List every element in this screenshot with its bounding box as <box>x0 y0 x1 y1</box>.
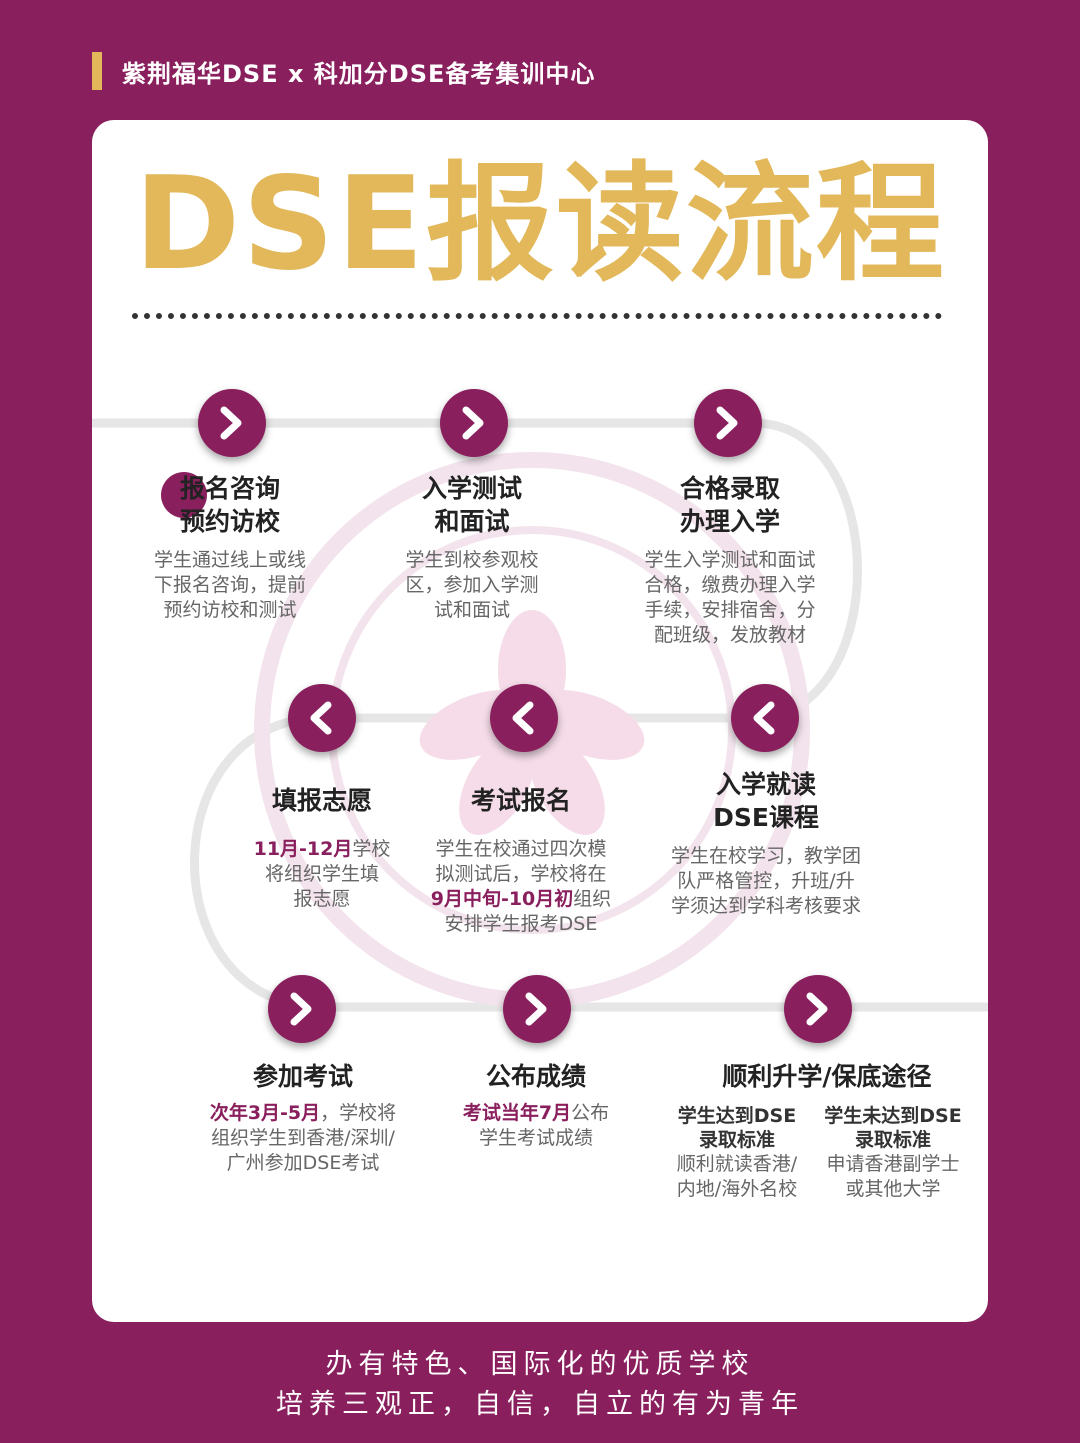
header-bar: 紫荆福华DSE x 科加分DSE备考集训中心 <box>92 52 595 90</box>
step-4-prev <box>288 684 356 752</box>
step-9: 顺利升学/保底途径 <box>672 1060 982 1093</box>
step-6-prev <box>731 684 799 752</box>
step-3: 合格录取办理入学 学生入学测试和面试合格，缴费办理入学手续，安排宿舍，分配班级，… <box>602 472 858 648</box>
step-3-desc: 学生入学测试和面试合格，缴费办理入学手续，安排宿舍，分配班级，发放教材 <box>644 549 816 646</box>
process-card: DSE报读流程 报名咨询预约访校 学生通过线上或线下报名咨询，提前预约访校和测试… <box>92 120 988 1322</box>
step-8-next <box>503 975 571 1043</box>
step-2-desc: 学生到校参观校区，参加入学测试和面试 <box>405 549 539 621</box>
left-notch <box>161 472 207 518</box>
step-7-desc: 次年3月-5月，学校将组织学生到香港/深圳/广州参加DSE考试 <box>209 1102 397 1174</box>
step-2: 入学测试和面试 学生到校参观校区，参加入学测试和面试 <box>354 472 590 623</box>
step-6-desc: 学生在校学习，教学团队严格管控，升班/升学须达到学科考核要求 <box>670 845 861 917</box>
page-title: DSE报读流程 <box>134 150 946 299</box>
chevron-right-icon <box>462 406 484 440</box>
chevron-left-icon <box>512 701 534 735</box>
chevron-left-icon <box>753 701 775 735</box>
step-5-prev <box>490 684 558 752</box>
chevron-right-icon <box>290 992 312 1026</box>
accent-bar <box>92 52 102 90</box>
step-8-desc: 考试当年7月公布学生考试成绩 <box>462 1102 610 1149</box>
step-2-title: 入学测试和面试 <box>421 474 522 536</box>
step-1: 报名咨询预约访校 学生通过线上或线下报名咨询，提前预约访校和测试 <box>112 472 348 623</box>
step-3-title: 合格录取办理入学 <box>679 474 780 536</box>
step-1-next <box>198 389 266 457</box>
chevron-left-icon <box>310 701 332 735</box>
step-5-title: 考试报名 <box>470 786 571 815</box>
step-3-next <box>694 389 762 457</box>
step-8-title: 公布成绩 <box>485 1062 586 1091</box>
step-7-next <box>268 975 336 1043</box>
step-1-title: 报名咨询预约访校 <box>179 474 280 536</box>
step-4-title: 填报志愿 <box>271 786 372 815</box>
chevron-right-icon <box>525 992 547 1026</box>
footer-line-2: 培养三观正，自信，自立的有为青年 <box>276 1389 804 1420</box>
dotted-divider <box>132 313 942 319</box>
option-b-desc: 申请香港副学士或其他大学 <box>826 1153 960 1200</box>
step-9-next <box>784 975 852 1043</box>
step-7-title: 参加考试 <box>252 1062 353 1091</box>
chevron-right-icon <box>716 406 738 440</box>
step-7: 参加考试 次年3月-5月，学校将组织学生到香港/深圳/广州参加DSE考试 <box>192 1060 414 1176</box>
chevron-right-icon <box>806 992 828 1026</box>
option-a-desc: 顺利就读香港/内地/海外名校 <box>676 1153 798 1200</box>
chevron-right-icon <box>220 406 242 440</box>
step-8: 公布成绩 考试当年7月公布学生考试成绩 <box>436 1060 636 1151</box>
org-name: 紫荆福华DSE x 科加分DSE备考集训中心 <box>122 59 596 88</box>
footer-line-1: 办有特色、国际化的优质学校 <box>325 1349 755 1380</box>
step-2-next <box>440 389 508 457</box>
step-4: 填报志愿 11月-12月学校将组织学生填报志愿 <box>212 784 432 912</box>
step-4-desc: 11月-12月学校将组织学生填报志愿 <box>253 838 391 910</box>
step-1-desc: 学生通过线上或线下报名咨询，提前预约访校和测试 <box>153 549 306 621</box>
step-9-title: 顺利升学/保底途径 <box>722 1062 932 1091</box>
